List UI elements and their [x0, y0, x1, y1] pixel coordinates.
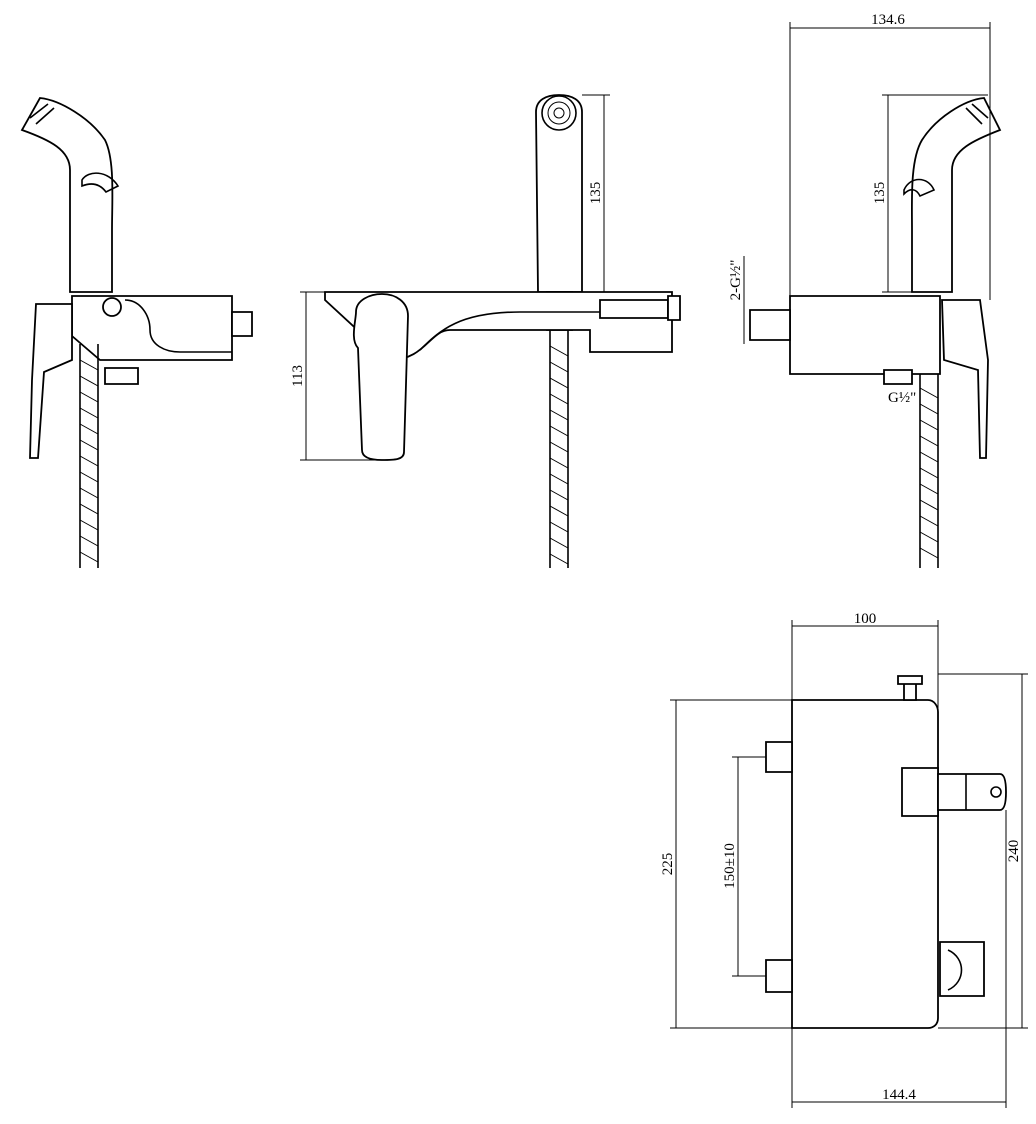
front-view: 135 113: [290, 94, 681, 568]
dim-113: 113: [290, 365, 306, 387]
dim-150-10: 150±10: [722, 843, 738, 889]
dim-135-front: 135: [588, 182, 604, 205]
top-view: 100 225 150±10 240 144.4: [660, 611, 1028, 1108]
dim-135-right: 135: [872, 182, 888, 205]
dim-100: 100: [854, 611, 877, 627]
side-view-right: 134.6 135 2-G½" G½": [728, 12, 1002, 568]
side-view-left: [20, 97, 253, 568]
dim-144-4: 144.4: [882, 1087, 916, 1103]
thread-inlet-label: 2-G½": [728, 260, 744, 301]
dim-225: 225: [660, 853, 676, 876]
thread-outlet-label: G½": [888, 390, 916, 406]
dim-134-6: 134.6: [871, 12, 905, 28]
dim-240: 240: [1006, 840, 1022, 863]
